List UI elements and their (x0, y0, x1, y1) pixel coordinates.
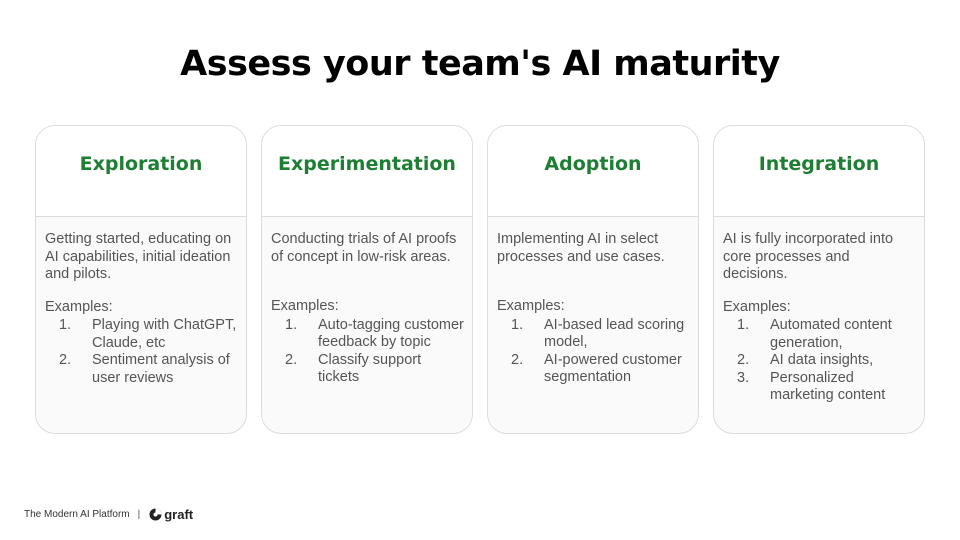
card-body: AI is fully incorporated into core proce… (714, 217, 924, 405)
card-title: Adoption (544, 153, 642, 175)
card-description: AI is fully incorporated into core proce… (723, 231, 894, 282)
examples-label: Examples: (497, 298, 565, 314)
card-title: Integration (758, 153, 880, 175)
slide-title: Assess your team's AI maturity (180, 44, 780, 84)
card-exploration: Exploration Getting started, educating o… (35, 125, 247, 434)
card-body: Conducting trials of AI proofs of concep… (262, 217, 472, 387)
card-adoption: Adoption Implementing AI in select proce… (487, 125, 699, 434)
graft-logo-icon (149, 508, 162, 521)
list-text: AI-based lead scoring model, (544, 316, 685, 351)
list-text: Classify support tickets (318, 351, 422, 386)
list-text: Automated content generation, (770, 317, 892, 351)
list-number: 2. (511, 351, 524, 368)
footer-tagline: The Modern AI Platform (24, 509, 130, 520)
card-body: Implementing AI in select processes and … (488, 217, 698, 387)
list-text: Personalized marketing content (770, 369, 886, 404)
list-text: AI data insights, (770, 352, 874, 368)
list-number: 2. (285, 351, 298, 368)
card-description: Conducting trials of AI proofs of concep… (271, 231, 457, 265)
card-header: Experimentation (262, 126, 472, 217)
card-header: Integration (714, 126, 924, 217)
card-header: Exploration (36, 126, 246, 217)
examples-label: Examples: (723, 298, 791, 315)
card-description: Implementing AI in select processes and … (497, 231, 665, 265)
list-item: 3. Personalized marketing content (723, 370, 916, 405)
card-body: Getting started, educating on AI capabil… (36, 217, 246, 387)
list-number: 1. (511, 316, 524, 333)
examples-list: 1. Automated content generation, 2. AI d… (723, 317, 916, 405)
list-item: 2. Classify support tickets (271, 352, 464, 387)
list-item: 2. Sentiment analysis of user reviews (45, 352, 238, 387)
list-text: Playing with ChatGPT, Claude, etc (92, 317, 237, 351)
list-number: 1. (737, 317, 750, 333)
card-description: Getting started, educating on AI capabil… (45, 231, 232, 282)
list-item: 1. Playing with ChatGPT, Claude, etc (45, 317, 238, 352)
examples-label: Examples: (45, 298, 113, 315)
list-item: 1. AI-based lead scoring model, (497, 317, 690, 352)
brand-name: graft (164, 507, 194, 522)
card-integration: Integration AI is fully incorporated int… (713, 125, 925, 434)
examples-list: 1. AI-based lead scoring model, 2. AI-po… (497, 317, 690, 387)
examples-list: 1. Auto-tagging customer feedback by top… (271, 317, 464, 387)
graft-logo: graft (149, 507, 193, 522)
footer: The Modern AI Platform | graft (24, 507, 193, 522)
list-text: AI-powered customer segmentation (544, 351, 682, 386)
examples-list: 1. Playing with ChatGPT, Claude, etc 2. … (45, 317, 238, 387)
list-item: 2. AI data insights, (723, 352, 916, 370)
list-item: 2. AI-powered customer segmentation (497, 352, 690, 387)
list-number: 1. (59, 317, 72, 333)
card-experimentation: Experimentation Conducting trials of AI … (261, 125, 473, 434)
card-title: Experimentation (278, 153, 456, 175)
card-title: Exploration (79, 153, 203, 175)
list-item: 1. Automated content generation, (723, 317, 916, 352)
list-text: Sentiment analysis of user reviews (92, 352, 230, 386)
list-item: 1. Auto-tagging customer feedback by top… (271, 317, 464, 352)
card-header: Adoption (488, 126, 698, 217)
list-number: 1. (285, 316, 298, 333)
footer-separator: | (137, 509, 141, 520)
list-number: 2. (59, 352, 72, 368)
list-text: Auto-tagging customer feedback by topic (318, 316, 464, 351)
list-number: 2. (737, 352, 750, 368)
examples-label: Examples: (271, 298, 339, 314)
list-number: 3. (737, 369, 750, 386)
